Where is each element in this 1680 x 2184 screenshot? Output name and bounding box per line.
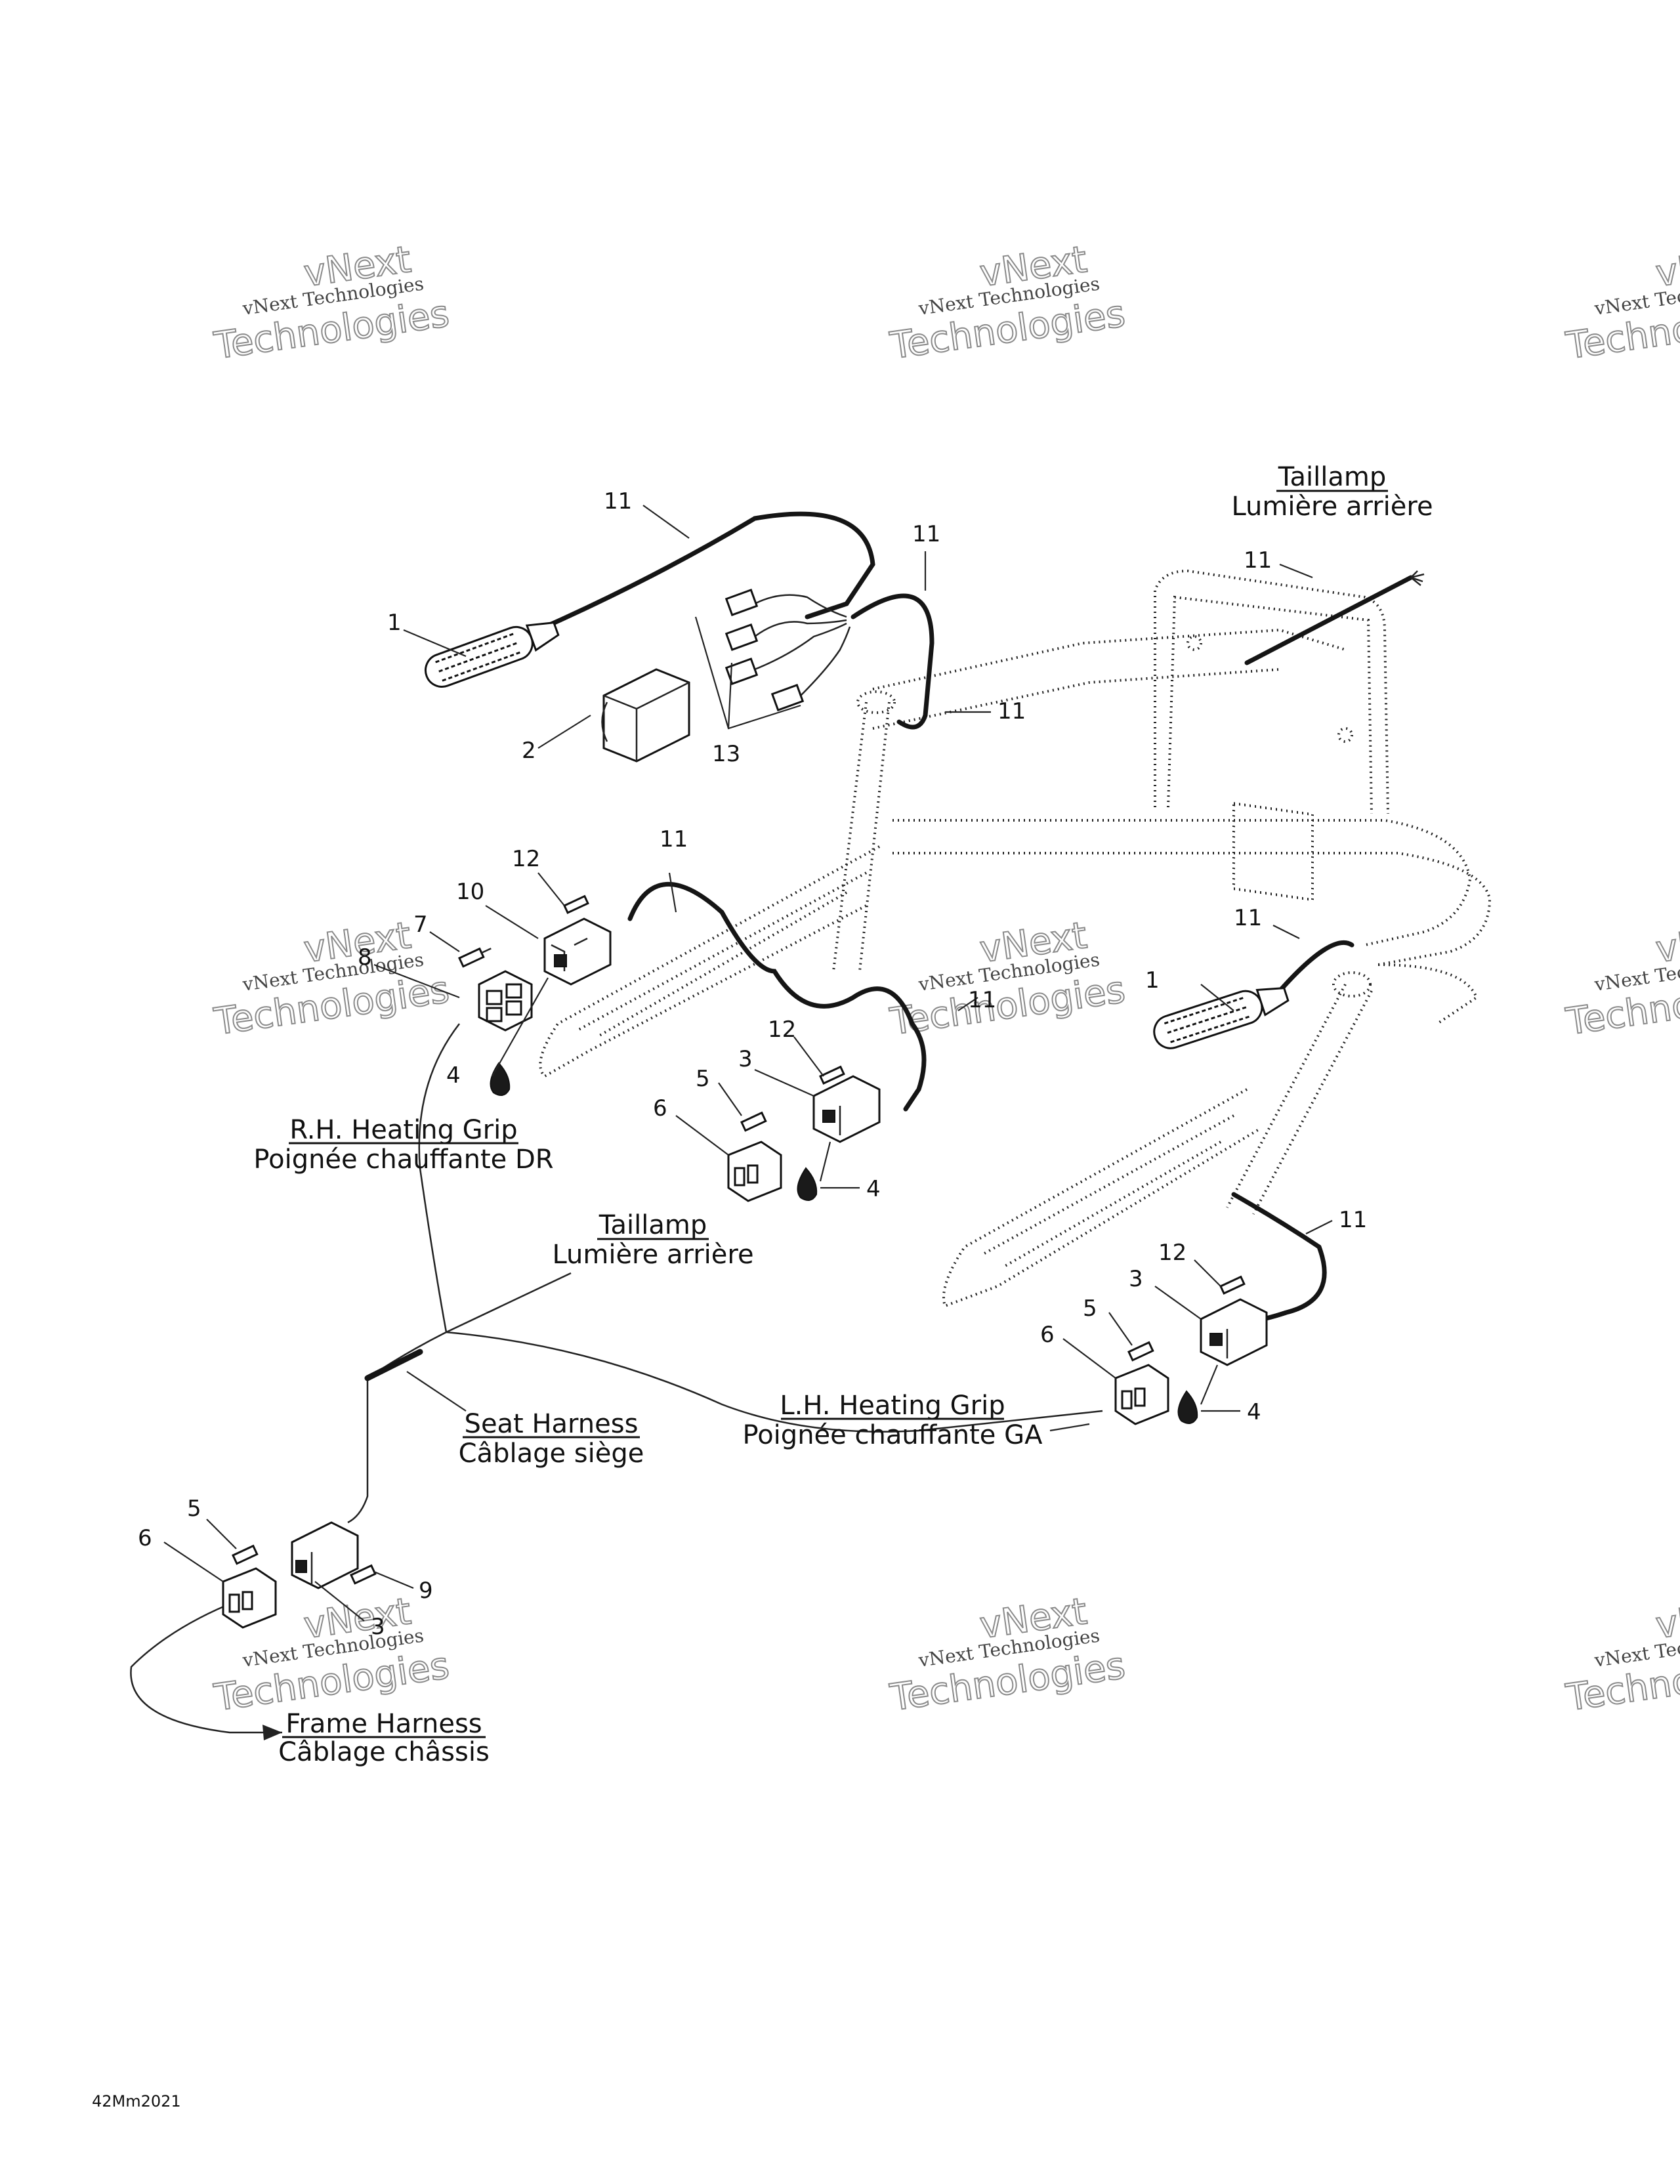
- taillamp-label-en: Taillamp: [1278, 462, 1387, 492]
- callout-11: 11: [1339, 1207, 1367, 1233]
- connector-3-middle: [812, 1075, 881, 1143]
- connector-3-right: [1200, 1298, 1268, 1366]
- wire-11-taillamp: [1244, 575, 1414, 665]
- terminal-12-right: [1219, 1275, 1246, 1295]
- housing-8: [478, 970, 533, 1032]
- label-lh-heating-grip: L.H. Heating Grip Poignée chauffante GA: [743, 1391, 1043, 1450]
- wire-11-top: [536, 511, 875, 633]
- callout-6: 6: [138, 1525, 152, 1551]
- grease-drop-4-a: [490, 1062, 511, 1096]
- seat-harness-label-fr: Câblage siège: [459, 1438, 644, 1469]
- watermarks: vNext vNext Technologies Technologies vN…: [211, 238, 1680, 1720]
- label-seat-harness: Seat Harness Câblage siège: [459, 1409, 644, 1469]
- parts: [222, 589, 1290, 1629]
- connector-10: [543, 917, 612, 986]
- callout-2: 2: [522, 738, 536, 764]
- callout-3: 3: [1129, 1266, 1143, 1292]
- callout-11: 11: [604, 488, 632, 514]
- wire-11-center: [850, 593, 934, 730]
- frame-harness-label-fr: Câblage châssis: [278, 1737, 490, 1767]
- label-taillamp-mid: Taillamp Lumière arrière: [552, 1210, 753, 1270]
- callout-12: 12: [768, 1017, 796, 1043]
- callout-12: 12: [512, 846, 540, 872]
- callout-5: 5: [696, 1066, 710, 1092]
- callout-7: 7: [413, 912, 428, 938]
- grease-drop-4-b: [797, 1167, 818, 1201]
- wires: [130, 511, 1425, 1740]
- callout-11: 11: [968, 987, 996, 1013]
- terminal-9: [350, 1564, 377, 1585]
- terminal-5-middle: [740, 1111, 767, 1132]
- watermark-top-center: vNext vNext Technologies Technologies: [887, 238, 1128, 368]
- housing-6-right: [1114, 1364, 1169, 1425]
- callout-1: 1: [1145, 967, 1160, 994]
- watermark-top-right: vNext vNext Technologies Technologies: [1563, 238, 1680, 368]
- frame-harness-label-en: Frame Harness: [285, 1709, 482, 1739]
- callout-12: 12: [1158, 1240, 1186, 1266]
- callout-numbers: 11 1 2 11 11 13 11 11 12 10 7 8 4 11 12 …: [138, 488, 1367, 1640]
- callout-10: 10: [456, 879, 484, 905]
- callout-3: 3: [738, 1046, 753, 1072]
- watermark-mid-center: vNext vNext Technologies Technologies: [887, 914, 1128, 1044]
- heating-grip-left: [424, 621, 560, 688]
- figure-code: 42Mm2021: [92, 2092, 181, 2110]
- connector-3-bottom: [291, 1521, 359, 1589]
- callout-11: 11: [912, 521, 940, 547]
- terminal-7: [458, 947, 492, 968]
- callout-3: 3: [371, 1614, 385, 1640]
- switch-part-2: [601, 668, 690, 763]
- terminal-12-a: [563, 894, 589, 914]
- callout-4: 4: [866, 1176, 881, 1202]
- lh-grip-label-en: L.H. Heating Grip: [780, 1391, 1005, 1421]
- rh-grip-label-en: R.H. Heating Grip: [289, 1115, 517, 1145]
- terminal-5-right: [1127, 1341, 1154, 1362]
- callout-6: 6: [1040, 1322, 1055, 1348]
- housing-6-middle: [727, 1141, 782, 1202]
- watermark-mid-right: vNext vNext Technologies Technologies: [1563, 914, 1680, 1044]
- callout-6: 6: [653, 1095, 667, 1122]
- text-labels: Taillamp Lumière arrière R.H. Heating Gr…: [253, 462, 1433, 1767]
- watermark-bottom-center: vNext vNext Technologies Technologies: [887, 1589, 1128, 1720]
- heating-grip-right: [1153, 987, 1290, 1049]
- callout-11: 11: [660, 826, 688, 852]
- grease-drop-4-c: [1177, 1390, 1198, 1424]
- callout-5: 5: [187, 1496, 201, 1522]
- terminals-13: [694, 589, 805, 730]
- taillamp-label-fr: Lumière arrière: [1231, 492, 1433, 522]
- seat-harness-label-en: Seat Harness: [465, 1409, 639, 1439]
- leader-lines: [163, 505, 1333, 1622]
- terminal-12-middle: [819, 1065, 845, 1085]
- callout-4: 4: [446, 1062, 461, 1089]
- callout-11: 11: [1234, 905, 1262, 931]
- watermark-bottom-right: vNext vNext Technologies Technologies: [1563, 1589, 1680, 1720]
- callout-8: 8: [358, 944, 372, 971]
- wire-11-right-grip: [1277, 940, 1354, 994]
- label-frame-harness: Frame Harness Câblage châssis: [278, 1709, 490, 1767]
- callout-1: 1: [387, 610, 402, 636]
- callout-11: 11: [998, 698, 1026, 724]
- label-taillamp-top: Taillamp Lumière arrière: [1231, 462, 1433, 522]
- housing-6-bottom: [222, 1567, 277, 1629]
- taillamp-label-fr: Lumière arrière: [552, 1240, 753, 1270]
- terminal-5-bottom: [232, 1544, 259, 1565]
- lh-grip-label-fr: Poignée chauffante GA: [743, 1420, 1043, 1450]
- callout-11: 11: [1244, 547, 1272, 574]
- rh-grip-label-fr: Poignée chauffante DR: [253, 1144, 553, 1175]
- callout-4: 4: [1247, 1399, 1261, 1425]
- callout-5: 5: [1083, 1295, 1097, 1322]
- label-rh-heating-grip: R.H. Heating Grip Poignée chauffante DR: [253, 1115, 553, 1175]
- callout-13: 13: [712, 741, 740, 767]
- rack-frame: [539, 569, 1492, 1308]
- wire-11-rh: [627, 881, 927, 1112]
- callout-9: 9: [419, 1578, 433, 1604]
- watermark-top-left: vNext vNext Technologies Technologies: [211, 238, 452, 368]
- taillamp-label-en: Taillamp: [598, 1210, 707, 1240]
